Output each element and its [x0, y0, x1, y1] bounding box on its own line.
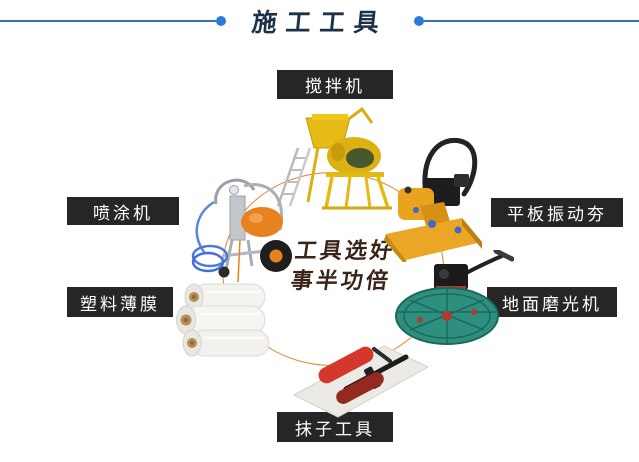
label-sprayer: 喷涂机 [67, 197, 179, 225]
spray-machine-image [182, 170, 310, 282]
header-dot-right-icon [413, 16, 424, 26]
header-line-left [0, 20, 216, 22]
floor-polisher-image [390, 250, 514, 352]
plastic-film-image [176, 280, 280, 364]
label-plate-compactor: 平板振动夯 [491, 198, 623, 227]
label-trowel-tools: 抹子工具 [277, 412, 393, 442]
header-line-right [423, 20, 639, 22]
plate-compactor-image [372, 132, 494, 262]
trowel-tools-image [290, 333, 432, 420]
label-floor-polisher: 地面磨光机 [487, 287, 617, 317]
page-title: 施工工具 [249, 8, 389, 37]
concrete-mixer-image [268, 106, 402, 212]
header: 施工工具 [0, 8, 639, 37]
header-dot-left-icon [215, 16, 226, 26]
label-mixer: 搅拌机 [277, 70, 393, 99]
label-plastic-film: 塑料薄膜 [67, 287, 173, 317]
